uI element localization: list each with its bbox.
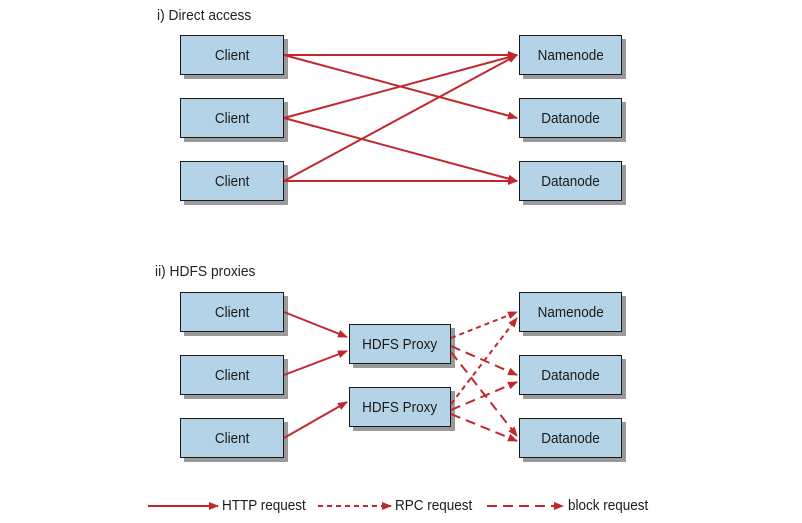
client-label: Client [214, 303, 250, 321]
http-arrow [283, 117, 518, 183]
legend-block-label: block request [568, 497, 649, 514]
legend-http-label: HTTP request [222, 497, 306, 514]
hdfs-proxy-label: HDFS Proxy [362, 335, 438, 353]
block-arrow [450, 351, 518, 437]
direct-access-title: i) Direct access [157, 7, 252, 24]
block-arrow [450, 381, 518, 411]
client-label: Client [214, 429, 250, 447]
datanode-label: Datanode [541, 172, 600, 190]
rpc-arrow [450, 311, 518, 339]
client-label: Client [214, 46, 250, 64]
block-arrow [450, 413, 518, 442]
proxy-client-box-2: Client [180, 355, 284, 395]
hdfs-proxies-title: ii) HDFS proxies [155, 263, 256, 280]
datanode-label: Datanode [541, 429, 600, 447]
namenode-label: Namenode [537, 303, 604, 321]
proxy-client-box-1: Client [180, 292, 284, 332]
proxy-client-box-3: Client [180, 418, 284, 458]
client-label: Client [214, 172, 250, 190]
proxy-datanode-box-1: Datanode [519, 355, 622, 395]
http-arrow [283, 311, 348, 338]
http-arrow [283, 350, 348, 376]
hdfs-proxy-label: HDFS Proxy [362, 398, 438, 416]
proxy-datanode-box-2: Datanode [519, 418, 622, 458]
client-label: Client [214, 366, 250, 384]
legend-rpc-label: RPC request [395, 497, 473, 514]
http-arrow [283, 401, 348, 439]
proxy-namenode-box: Namenode [519, 292, 622, 332]
hdfs-proxy-box-1: HDFS Proxy [349, 324, 451, 364]
client-box-1: Client [180, 35, 284, 75]
http-arrow [283, 54, 518, 182]
datanode-box-2: Datanode [519, 161, 622, 201]
namenode-label: Namenode [537, 46, 604, 64]
block-arrow [450, 345, 518, 376]
namenode-box: Namenode [519, 35, 622, 75]
client-box-3: Client [180, 161, 284, 201]
datanode-box-1: Datanode [519, 98, 622, 138]
datanode-label: Datanode [541, 109, 600, 127]
client-box-2: Client [180, 98, 284, 138]
hdfs-proxy-box-2: HDFS Proxy [349, 387, 451, 427]
client-label: Client [214, 109, 250, 127]
http-arrow [283, 53, 518, 119]
datanode-label: Datanode [541, 366, 600, 384]
